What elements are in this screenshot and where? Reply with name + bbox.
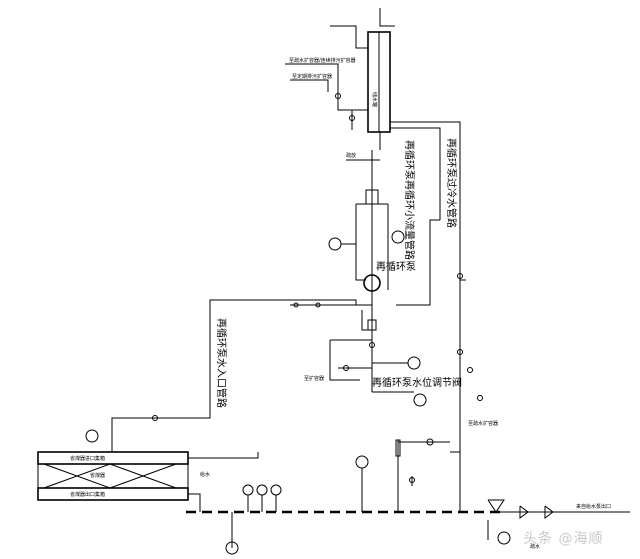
drain-bottom-label: 疏水 [530, 543, 540, 550]
right-drain: 至疏水扩容器 [457, 273, 498, 427]
feedwater-label: 给水 [200, 471, 210, 478]
note-b: 再循环泵再循环小流量管路 [403, 140, 416, 260]
header-top: 省煤器进口集箱 [70, 455, 105, 462]
economizer: 省煤器进口集箱 省煤器出口集箱 省煤器 [37, 451, 259, 512]
small-label-top2: 至定期排污扩容器 [292, 73, 332, 80]
feedpump-label: 来自给水泵出口 [576, 503, 611, 510]
pump-label: 再循环泵 [376, 260, 416, 273]
tank-outlet-right [379, 121, 461, 452]
note-a: 再循环泵水入口管路 [215, 318, 228, 408]
valve-label: 再循环泵水位调节阀 [372, 376, 462, 389]
economizer-feed-loop [85, 299, 357, 452]
top-drain-lines: 至疏水扩容器/连续排污扩容器 至定期排污扩容器 [285, 57, 368, 130]
pump-column: 疏放 再循环泵 至扩容器 再循环泵水位调节阀 [290, 150, 462, 407]
tank-label: 储水罐 [371, 92, 378, 107]
header-bottom: 省煤器出口集箱 [70, 491, 105, 498]
small-label-top1: 至疏水扩容器/连续排污扩容器 [289, 57, 356, 64]
note-c: 再循环泵过冷水管路 [445, 138, 458, 228]
feedwater-main: 来自给水泵出口 给水 疏水 [186, 438, 630, 555]
drain-label: 疏放 [346, 152, 356, 159]
watermark: 头条 @海顺 [523, 531, 604, 547]
small-label-left: 至扩容器 [304, 375, 324, 382]
drain-tank-note: 至疏水扩容器 [468, 420, 498, 427]
economizer-label: 省煤器 [90, 472, 105, 479]
storage-tank: 储水罐 [330, 8, 395, 133]
